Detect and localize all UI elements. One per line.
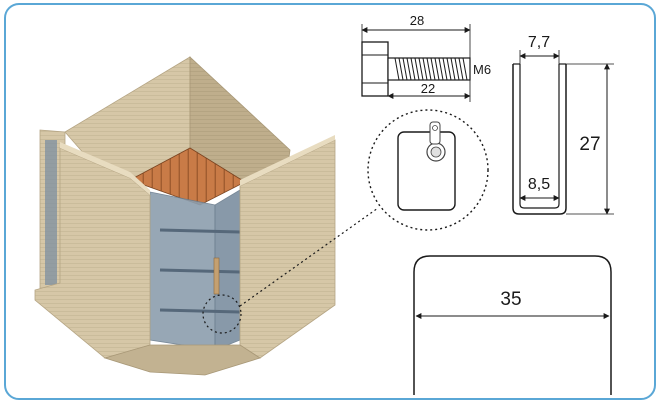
channel-profile: 7,7 8,5 27 <box>512 34 614 215</box>
detail-marker-circle <box>202 294 242 334</box>
channel-height-label: 27 <box>579 134 600 155</box>
detail-zoom <box>367 109 489 231</box>
enclosure-base <box>103 344 261 376</box>
door-handle <box>213 257 220 295</box>
bolt-total-length-label: 28 <box>410 13 424 28</box>
channel-inner-width-label: 8,5 <box>528 176 550 193</box>
glass-panel-width-label: 35 <box>500 289 521 310</box>
glass-panel-drawing: 35 <box>413 255 612 395</box>
channel-inner <box>519 64 560 209</box>
shelf-3 <box>159 308 241 314</box>
bolt-head <box>361 41 389 97</box>
channel-top-width-label: 7,7 <box>528 34 550 51</box>
bolt-thread-size-label: M6 <box>473 62 491 77</box>
shelf-2 <box>159 268 241 274</box>
bolt-thread-length-label: 22 <box>421 81 435 96</box>
front-right-wall-top <box>240 135 335 186</box>
bolt-threads <box>394 57 468 81</box>
left-side-glass <box>45 140 57 285</box>
detail-leader-line <box>239 207 379 307</box>
detail-panel <box>397 131 456 211</box>
shower-enclosure-illustration <box>34 56 336 376</box>
front-left-wall-top <box>60 142 150 195</box>
channel-outer <box>512 64 567 215</box>
detail-roller-hub <box>430 146 442 158</box>
detail-bracket-hole <box>432 125 438 131</box>
glass-panel-outline <box>413 255 612 395</box>
shelf-1 <box>159 228 241 234</box>
bolt-drawing: 28 22 M6 <box>361 13 491 102</box>
